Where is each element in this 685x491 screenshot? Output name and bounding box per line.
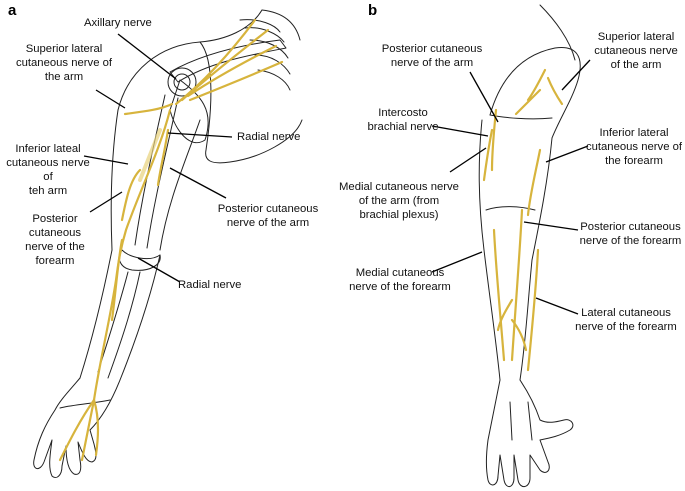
- leader-lat-cut-forearm: [535, 297, 579, 315]
- label-posterior-cutaneous-forearm-a: Posterior cutaneous nerve of the forearm: [25, 213, 85, 267]
- panel-a-clavicle: [169, 39, 287, 83]
- panel-b-lat-cut-forearm-branch: [526, 248, 540, 372]
- panel-a-humeral-head: [167, 67, 197, 97]
- panel-b-post-cut-forearm-branch: [510, 208, 524, 362]
- panel-b-inf-lat-branch: [526, 148, 542, 217]
- leader-med-cut-arm: [449, 147, 487, 173]
- panel-a-inf-lat-branch: [120, 168, 142, 222]
- panel-a-post-cut-arm-branch: [156, 128, 170, 187]
- label-posterior-cutaneous-arm-a: Posterior cutaneous nerve of the arm: [217, 203, 319, 229]
- panel-a-upper-arm-lateral: [110, 109, 119, 251]
- leader-med-cut-forearm: [431, 251, 483, 273]
- label-axillary-nerve: Axillary nerve: [84, 17, 152, 29]
- panel-a-neck-outline: [261, 9, 301, 41]
- panel-b-torso-outline: [539, 4, 576, 61]
- leader-axillary: [117, 33, 177, 80]
- label-medial-cutaneous-arm: Medial cutaneous nerve of the arm (from …: [339, 181, 459, 221]
- label-radial-nerve-bottom: Radial nerve: [178, 279, 242, 291]
- label-lateral-cutaneous-forearm: Lateral cutaneous nerve of the forearm: [575, 307, 677, 333]
- leader-radial-top: [167, 132, 233, 138]
- panel-a-forearm-lateral: [79, 249, 113, 379]
- panel-b-arm-medial: [478, 119, 501, 381]
- label-inferior-lateral-cutaneous-b: Inferior lateral cutaneous nerve of the …: [585, 127, 683, 167]
- panel-b-letter: b: [368, 2, 378, 19]
- panel-a-scapula: [169, 79, 209, 143]
- panel-a-post-cut-forearm-branch: [110, 238, 124, 322]
- panel-a-humerus: [134, 94, 179, 249]
- panel-b-intercosto-branch: [482, 128, 494, 182]
- leader-sup-lat-a: [95, 89, 126, 109]
- leader-post-cut-forearm-b: [523, 221, 579, 231]
- leader-inf-lat-b: [545, 145, 589, 163]
- leader-sup-lat-b: [561, 59, 591, 91]
- label-superior-lateral-cutaneous-b: Superior lateral cutaneous nerve of the …: [594, 31, 678, 71]
- label-radial-nerve-top: Radial nerve: [237, 131, 301, 143]
- label-inferior-lateral-cutaneous-a: Inferior lateal cutaneous nerve of teh a…: [6, 143, 90, 197]
- label-posterior-cutaneous-arm-b: Posterior cutaneous nerve of the arm: [381, 43, 483, 69]
- panel-a-forearm-medial: [119, 254, 161, 381]
- leader-post-cut-forearm-a: [89, 191, 123, 213]
- leader-radial-bottom: [137, 257, 181, 283]
- panel-b-med-cut-forearm-branch: [492, 228, 506, 362]
- label-intercostobrachial-nerve: Intercosto brachial nerve: [367, 107, 439, 133]
- panel-a-upper-arm-medial: [159, 119, 201, 251]
- leader-intercosto: [431, 125, 489, 137]
- panel-b-shoulder-outline: [489, 46, 581, 139]
- panel-a-brachial-plexus: [174, 18, 284, 106]
- label-superior-lateral-cutaneous-a: Superior lateral cutaneous nerve of the …: [15, 43, 113, 83]
- panel-b-sup-lat-branches: [514, 68, 564, 116]
- label-posterior-cutaneous-forearm-b: Posterior cutaneous nerve of the forearm: [579, 221, 682, 247]
- panel-b-hand: [486, 379, 574, 487]
- panel-a-letter: a: [8, 2, 17, 19]
- leader-inf-lat-a: [83, 155, 129, 165]
- panel-a-axillary-branch: [123, 102, 174, 116]
- panel-a-shoulder-outline: [117, 9, 263, 111]
- leader-post-cut-arm-b: [469, 71, 499, 123]
- panel-b-post-cut-arm-branch: [490, 108, 498, 172]
- label-medial-cutaneous-forearm: Medial cutaneous nerve of the forearm: [349, 267, 451, 293]
- leader-post-cut-arm-a: [169, 167, 227, 199]
